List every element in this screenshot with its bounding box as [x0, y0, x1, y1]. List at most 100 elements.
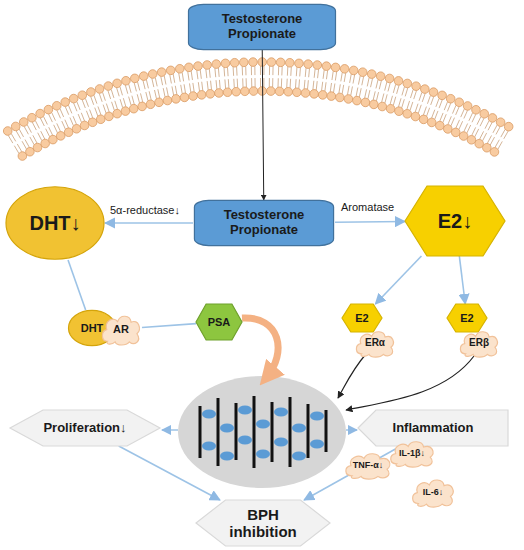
lipid-tail	[167, 87, 169, 96]
lipid-tail	[242, 66, 243, 75]
lipid-tail	[490, 137, 494, 145]
dna-base	[310, 412, 324, 421]
lipid-tail	[90, 110, 93, 118]
lipid-tail	[91, 96, 94, 104]
connector-arrow	[262, 50, 264, 200]
lipid-head	[122, 76, 131, 85]
text-group: IL-6↓	[423, 487, 444, 497]
lipid-head	[33, 143, 42, 152]
lipid-tail	[485, 121, 489, 129]
lipid-tail	[24, 126, 28, 134]
lipid-tail	[439, 100, 442, 108]
drug-box: Testosterone Propionate	[193, 200, 335, 246]
dna-base	[220, 424, 234, 433]
lipid-head	[105, 112, 114, 121]
lipid-head	[349, 66, 358, 75]
lipid-tail	[227, 67, 229, 76]
lipid-tail	[427, 108, 430, 116]
lipid-head	[189, 92, 198, 101]
lipid-tail	[464, 110, 468, 118]
lipid-head	[230, 58, 239, 67]
lipid-tail	[308, 68, 310, 77]
lipid-tail	[224, 79, 226, 88]
connector-arrow	[142, 324, 196, 328]
hex-fill	[196, 304, 242, 340]
lipid-tail	[198, 82, 199, 91]
cytokine-cloud: IL-6↓	[410, 476, 456, 508]
lipid-tail	[418, 105, 421, 114]
dna-base	[310, 440, 324, 449]
cytokine-cloud: TNF-α↓	[343, 450, 393, 480]
lipid-tail	[236, 67, 237, 76]
rect-fill	[189, 4, 336, 49]
lipid-tail	[137, 94, 139, 103]
lipid-tail	[334, 83, 335, 92]
lipid-tail	[134, 83, 136, 92]
connector-arrow	[375, 256, 421, 304]
lipid-tail	[335, 72, 336, 81]
lipid-tail	[82, 100, 85, 108]
lipid-tail	[263, 78, 264, 87]
lipid-tail	[459, 121, 463, 129]
lipid-tail	[14, 146, 19, 154]
lipid-head	[221, 59, 230, 68]
output-arrow	[346, 429, 357, 431]
lipid-tail	[188, 72, 189, 81]
lipid-tail	[341, 72, 342, 81]
lipid-head	[36, 109, 45, 118]
lipid-tail	[385, 94, 387, 103]
lipid-tail	[163, 88, 165, 97]
lipid-tail	[296, 67, 298, 76]
lipid-tail	[216, 80, 218, 89]
lipid-head	[157, 68, 166, 77]
lipid-tail	[35, 120, 39, 128]
lipid-head	[385, 74, 394, 83]
dna-base	[292, 424, 306, 433]
lipid-tail	[228, 79, 230, 88]
lipid-tail	[344, 73, 346, 82]
lipid-tail	[95, 108, 98, 116]
lipid-head	[438, 91, 447, 100]
lipid-tail	[108, 90, 111, 99]
lipid-tail	[149, 91, 151, 100]
node-label: ERα	[365, 337, 385, 349]
lipid-tail	[218, 68, 220, 77]
lipid-tail	[143, 80, 145, 89]
lipid-head	[78, 91, 87, 100]
lipid-tail	[419, 92, 422, 101]
lipid-head	[331, 63, 340, 72]
lipid-tail	[164, 76, 166, 85]
lipid-tail	[74, 103, 77, 111]
lipid-tail	[298, 79, 300, 88]
lipid-head	[295, 59, 304, 68]
cloud-fill	[460, 332, 497, 357]
antigen-hexagon: PSA	[196, 304, 242, 340]
lipid-head	[394, 77, 403, 86]
lipid-tail	[498, 141, 502, 149]
dna-base	[238, 436, 252, 445]
lipid-tail	[158, 89, 160, 98]
lipid-tail	[237, 79, 238, 88]
lipid-head	[175, 64, 184, 73]
lipid-tail	[251, 78, 252, 87]
lipid-head	[138, 102, 147, 111]
lipid-tail	[260, 66, 261, 75]
lipid-tail	[269, 78, 270, 87]
lipid-tail	[461, 109, 465, 117]
lipid-tail	[117, 88, 120, 97]
lipid-head	[327, 92, 336, 101]
lipid-tail	[65, 120, 69, 128]
lipid-tail	[99, 93, 102, 102]
receptor-arrow	[346, 356, 474, 410]
transcription-arrow	[242, 318, 278, 378]
lipid-head	[249, 58, 258, 67]
lipid-head	[41, 139, 50, 148]
lipid-tail	[179, 73, 181, 82]
hormone-hexagon: E2	[447, 304, 487, 332]
lipid-head	[451, 128, 460, 137]
dna-base	[238, 406, 252, 415]
lipid-tail	[54, 125, 58, 133]
edge-label: 5α-reductase↓	[110, 204, 180, 216]
lipid-tail	[182, 72, 183, 81]
